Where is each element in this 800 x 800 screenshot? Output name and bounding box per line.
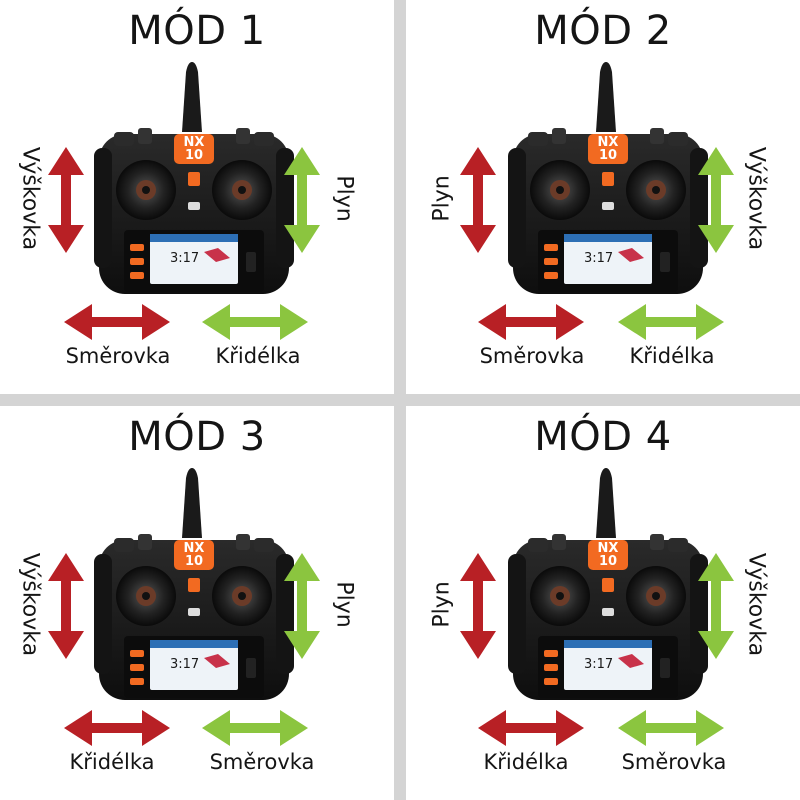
logo-nx: NX <box>597 541 619 556</box>
bottom-right-axis-label: Křidélka <box>629 344 715 368</box>
panel-title: MÓD 1 <box>128 8 266 54</box>
bottom-left-horizontal-arrow <box>64 710 170 746</box>
right-vertical-arrow <box>698 553 734 659</box>
logo-nx: NX <box>183 135 205 150</box>
svg-text:3:17: 3:17 <box>170 657 199 672</box>
logo-10: 10 <box>184 148 204 163</box>
logo-10: 10 <box>598 148 618 163</box>
svg-text:3:17: 3:17 <box>584 657 613 672</box>
left-vertical-arrow <box>460 553 496 659</box>
bottom-left-axis-label: Křidélka <box>483 750 569 774</box>
panel-title: MÓD 4 <box>534 414 672 460</box>
svg-text:3:17: 3:17 <box>584 251 613 266</box>
left-vertical-arrow <box>460 147 496 253</box>
bottom-left-horizontal-arrow <box>478 710 584 746</box>
bottom-right-horizontal-arrow <box>202 304 308 340</box>
right-vertical-arrow <box>284 553 320 659</box>
right-axis-label: Výškovka <box>743 146 769 251</box>
left-axis-label: Plyn <box>429 175 455 222</box>
left-vertical-arrow <box>48 147 84 253</box>
panel-mode-2: MÓD 2 3:17 <box>406 0 800 394</box>
bottom-left-axis-label: Křidélka <box>69 750 155 774</box>
right-axis-label: Plyn <box>331 581 357 628</box>
right-axis-label: Plyn <box>331 175 357 222</box>
bottom-right-axis-label: Směrovka <box>621 750 727 774</box>
svg-text:3:17: 3:17 <box>170 251 199 266</box>
panel-mode-1: MÓD 1 3:17 <box>0 0 394 394</box>
right-vertical-arrow <box>698 147 734 253</box>
logo-10: 10 <box>184 554 204 569</box>
panel-mode-3: MÓD 3 3:17 <box>0 406 394 800</box>
bottom-right-horizontal-arrow <box>618 304 724 340</box>
bottom-left-horizontal-arrow <box>64 304 170 340</box>
bottom-right-axis-label: Směrovka <box>209 750 315 774</box>
bottom-left-axis-label: Směrovka <box>479 344 585 368</box>
bottom-right-horizontal-arrow <box>618 710 724 746</box>
bottom-left-horizontal-arrow <box>478 304 584 340</box>
logo-nx: NX <box>597 135 619 150</box>
panel-title: MÓD 3 <box>128 414 266 460</box>
left-vertical-arrow <box>48 553 84 659</box>
right-vertical-arrow <box>284 147 320 253</box>
left-axis-label: Plyn <box>429 581 455 628</box>
bottom-right-horizontal-arrow <box>202 710 308 746</box>
logo-nx: NX <box>183 541 205 556</box>
right-axis-label: Výškovka <box>743 552 769 657</box>
bottom-right-axis-label: Křidélka <box>215 344 301 368</box>
bottom-left-axis-label: Směrovka <box>65 344 171 368</box>
left-axis-label: Výškovka <box>17 146 43 251</box>
panel-title: MÓD 2 <box>534 8 672 54</box>
left-axis-label: Výškovka <box>17 552 43 657</box>
logo-10: 10 <box>598 554 618 569</box>
panel-mode-4: MÓD 4 3:17 <box>406 406 800 800</box>
